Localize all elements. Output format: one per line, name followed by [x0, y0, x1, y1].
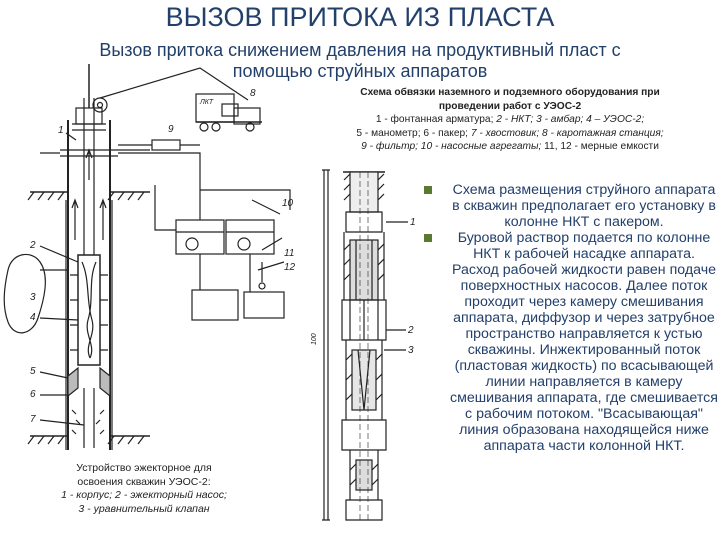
scheme-caption-heading-2: проведении работ с УЭОС-2 — [438, 100, 582, 112]
scheme-legend-2b: 7 - хвостовик; 8 - каротажная станция; — [470, 127, 664, 139]
device-caption-line-2: освоения скважин УЭОС-2: — [77, 475, 211, 488]
label-4: 4 — [30, 312, 36, 323]
scheme-legend-2a: 5 - манометр; 6 - пакер; — [356, 127, 471, 139]
bullet-list: Схема размещения струйного аппарата в ск… — [422, 182, 718, 454]
device-caption: Устройство эжекторное для освоения скваж… — [34, 462, 254, 516]
ejector-device-drawing — [322, 169, 408, 521]
bullet-item: Буровой раствор подается по колонне НКТ … — [422, 230, 718, 454]
device-caption-line-3: 1 - корпус; 2 - эжекторный насос; — [61, 489, 227, 501]
label-7: 7 — [30, 414, 36, 425]
label-12: 12 — [284, 262, 296, 273]
scheme-caption-heading-1: Схема обвязки наземного и подземного обо… — [360, 87, 660, 98]
scheme-legend-1a: 1 - фонтанная арматура; — [375, 114, 497, 126]
subtitle-line-2: помощью струйных аппаратов — [232, 61, 488, 81]
label-6: 6 — [30, 389, 36, 400]
bullet-square-icon — [424, 234, 432, 242]
device-caption-line-4: 3 - уравнительный клапан — [78, 502, 210, 515]
label-1: 1 — [58, 125, 64, 136]
bullet-square-icon — [424, 186, 432, 194]
label-11: 11 — [284, 248, 294, 259]
bullet-text: Буровой раствор подается по колонне НКТ … — [450, 230, 718, 454]
scheme-legend-1b: 2 - НКТ; 3 - амбар; 4 – УЭОС-2; — [496, 114, 645, 126]
scheme-legend-3a: 9 - фильтр; 10 - насосные агрегаты; — [361, 141, 542, 153]
device-label-1: 1 — [410, 217, 416, 228]
truck-sign: ЛКТ — [199, 99, 214, 106]
label-8: 8 — [250, 88, 256, 99]
label-2: 2 — [29, 240, 36, 251]
bullet-item: Схема размещения струйного аппарата в ск… — [422, 182, 718, 230]
device-caption-line-1: Устройство эжекторное для — [76, 462, 212, 474]
scheme-legend-3b: 11, 12 - мерные емкости — [541, 141, 659, 153]
label-9: 9 — [168, 124, 174, 135]
slide-title: ВЫЗОВ ПРИТОКА ИЗ ПЛАСТА — [165, 2, 555, 32]
label-3: 3 — [30, 292, 36, 303]
label-10: 10 — [282, 198, 294, 209]
device-label-2: 2 — [407, 325, 414, 336]
scheme-caption: Схема обвязки наземного и подземного обо… — [300, 86, 720, 154]
well-scheme — [3, 64, 291, 450]
label-5: 5 — [30, 366, 36, 377]
device-label-3: 3 — [408, 345, 414, 356]
slide-subtitle: Вызов притока снижением давления на прод… — [40, 40, 680, 82]
subtitle-line-1: Вызов притока снижением давления на прод… — [99, 40, 621, 60]
bullet-text: Схема размещения струйного аппарата в ск… — [452, 182, 716, 230]
dimension-label: 100 — [311, 333, 318, 345]
